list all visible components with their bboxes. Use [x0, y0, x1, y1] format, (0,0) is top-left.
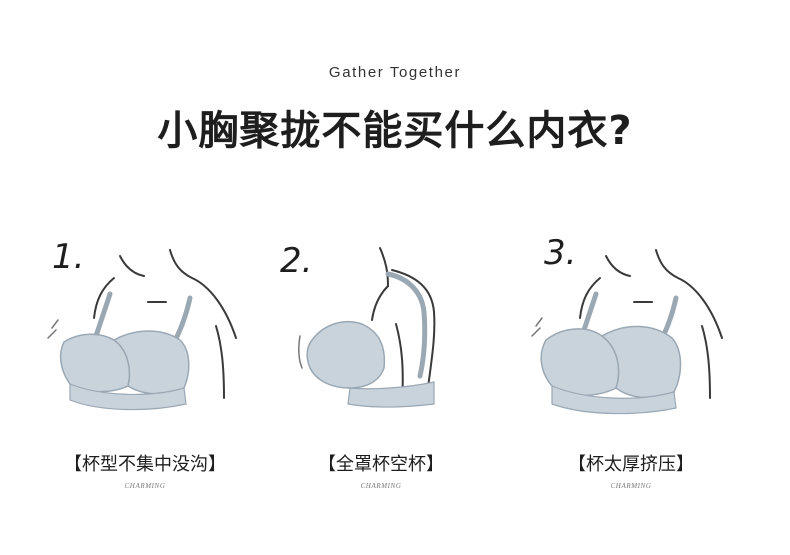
kicker-text: Gather Together [328, 64, 462, 81]
brand-mark: CHARMING [610, 482, 652, 490]
page-title: 小胸聚拢不能买什么内衣? [157, 108, 633, 154]
brand-mark: CHARMING [360, 482, 402, 490]
panel-3: 3. 【杯太厚挤压】 CHARMING [526, 228, 736, 498]
bra-front-view-icon [47, 249, 237, 411]
panel-1: 1. 【杯型不集中没沟】 CHARMING [40, 228, 250, 498]
bra-side-view-icon [297, 247, 436, 408]
panel-caption: 【全罩杯空杯】 [318, 454, 444, 475]
step-number: 2. [280, 241, 313, 281]
bra-front-view-icon [531, 249, 723, 415]
panel-caption: 【杯型不集中没沟】 [64, 454, 226, 475]
brand-mark: CHARMING [124, 482, 166, 490]
panel-2: 2. 【全罩杯空杯】 CHARMING [276, 228, 486, 498]
panel-caption: 【杯太厚挤压】 [568, 454, 694, 475]
step-number: 1. [52, 237, 85, 277]
step-number: 3. [544, 233, 577, 273]
